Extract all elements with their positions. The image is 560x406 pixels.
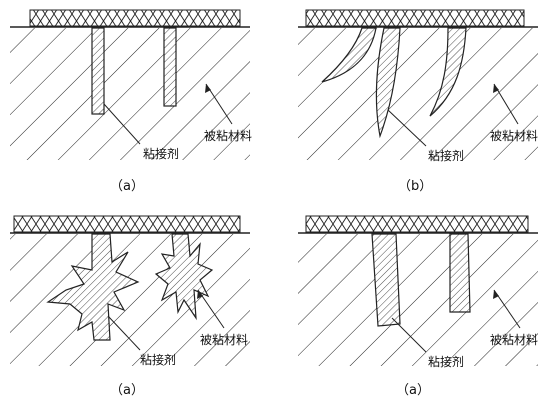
adhesive-leader-line	[391, 317, 427, 353]
substrate-hatch	[10, 28, 250, 160]
panel-caption: （a）	[110, 383, 144, 398]
substrate-leader-line	[493, 289, 521, 329]
adhesive-pore	[163, 27, 177, 107]
adhesive-leader-line	[103, 103, 141, 145]
adherend-top-band	[305, 215, 529, 233]
substrate-label: 被粘材料	[204, 128, 252, 143]
adhesive-leader-line	[107, 315, 141, 351]
substrate-arrowhead	[205, 84, 211, 93]
substrate-arrowhead	[493, 84, 499, 93]
adhesive-pore	[429, 27, 467, 117]
adhesive-pore	[371, 233, 401, 327]
adhesive-pore	[321, 27, 377, 83]
adhesive-label: 粘接剂	[140, 352, 176, 367]
panel-a-bottom-left: 粘接剂 被粘材料 （a）	[10, 215, 250, 398]
adherend-top-band	[13, 215, 241, 233]
substrate-label: 被粘材料	[490, 332, 538, 347]
adhesive-label: 粘接剂	[428, 354, 464, 369]
adhesive-label: 粘接剂	[143, 146, 179, 161]
adherend-top-band	[29, 9, 241, 27]
panel-caption: （b）	[398, 179, 432, 194]
panel-b-top-right: 粘接剂 被粘材料 （b）	[298, 9, 538, 194]
substrate-arrowhead	[197, 290, 203, 299]
adhesive-pore	[46, 233, 140, 341]
panel-caption: （a）	[110, 179, 144, 194]
adhesive-label: 粘接剂	[428, 148, 464, 163]
adhesive-leader-line	[387, 109, 427, 147]
adhesive-pore	[91, 27, 105, 115]
substrate-label: 被粘材料	[200, 332, 248, 347]
substrate-leader-line	[205, 83, 233, 125]
substrate-leader-line	[493, 83, 519, 125]
panel-caption: （a）	[396, 383, 430, 398]
panel-a-top-left: 粘接剂 被粘材料 （a）	[10, 9, 252, 194]
adhesive-pore	[154, 233, 214, 321]
adhesive-pore	[375, 27, 401, 139]
adhesive-pore	[449, 233, 471, 313]
substrate-label: 被粘材料	[490, 128, 538, 143]
substrate-arrowhead	[493, 290, 499, 299]
adherend-top-band	[305, 9, 525, 27]
panel-a-bottom-right: 粘接剂 被粘材料 （a）	[298, 215, 538, 398]
substrate-leader-line	[197, 289, 225, 329]
